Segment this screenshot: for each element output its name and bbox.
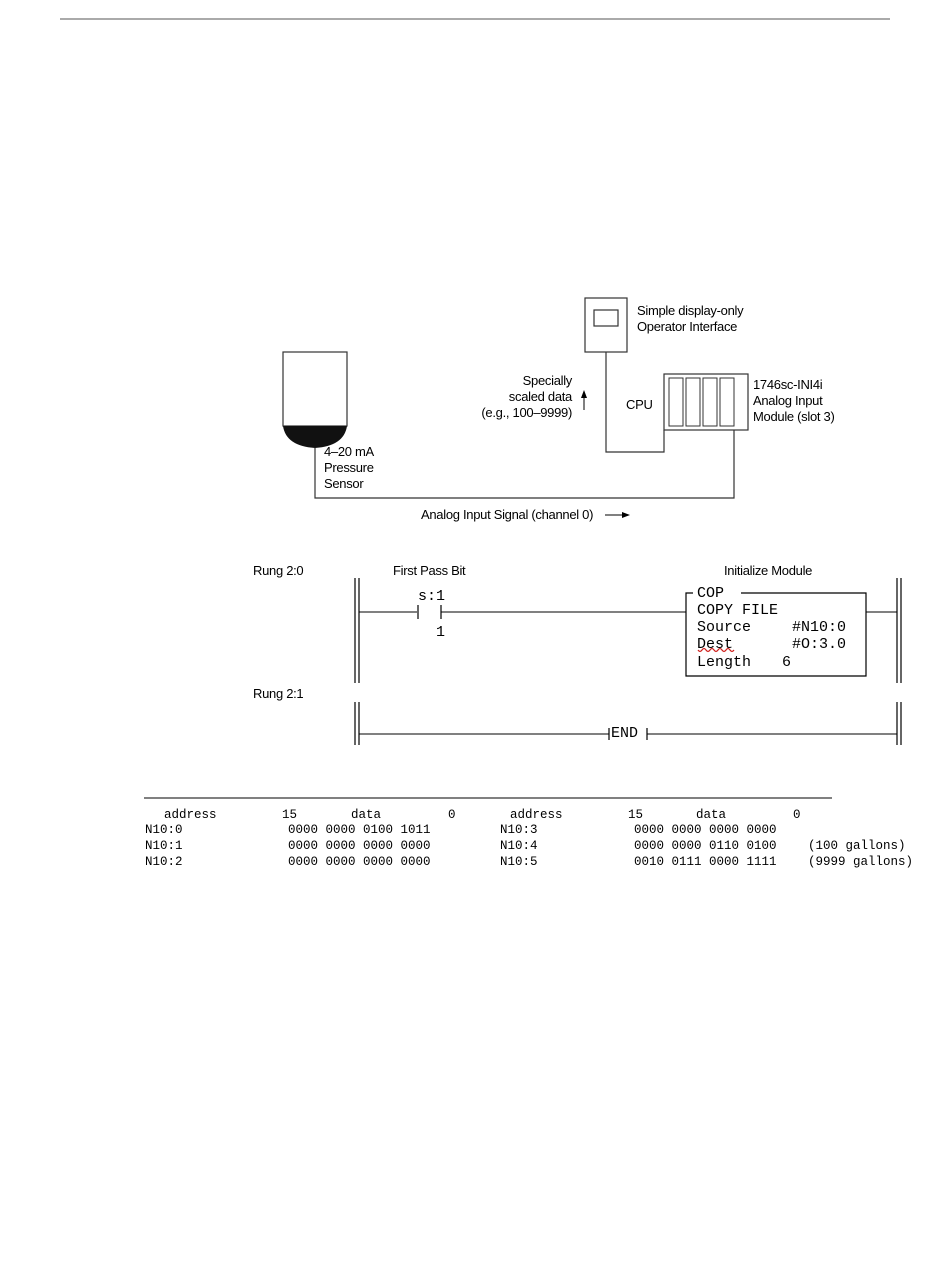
cop-length-label: Length	[697, 654, 752, 671]
contact-bit: 1	[436, 624, 446, 641]
table-row-address: N10:3	[500, 823, 538, 837]
left-header-bit-0: 0	[448, 808, 456, 822]
rack-slot-3	[702, 377, 718, 427]
rack-slot-1	[668, 377, 684, 427]
sensor-label-line1: 4–20 mA	[324, 444, 374, 459]
sensor-label-line2: Pressure	[324, 460, 374, 475]
table-row-data: 0000 0000 0000 0000	[288, 855, 431, 869]
cop-dest-value: #O:3.0	[792, 636, 847, 653]
table-row-address: N10:0	[145, 823, 183, 837]
operator-interface-screen	[593, 309, 619, 327]
sensor-label-line3: Sensor	[324, 476, 364, 491]
cop-copy-file: COPY FILE	[697, 602, 779, 619]
scaled-data-arrowhead	[581, 390, 587, 398]
table-row-data: 0010 0111 0000 1111	[634, 855, 777, 869]
right-header-bit-0: 0	[793, 808, 801, 822]
display-label-line1: Simple display-only	[637, 303, 744, 318]
scaled-label-line1: Specially	[522, 373, 573, 388]
analog-signal-wire	[314, 430, 735, 499]
module-label-line2: Analog Input	[753, 393, 823, 408]
display-label-line2: Operator Interface	[637, 319, 738, 334]
cop-box	[685, 592, 867, 677]
rung-2-1-label: Rung 2:1	[253, 686, 304, 701]
module-label: 1746sc-INI4i Analog Input Module (slot 3…	[753, 377, 835, 425]
pressure-sensor-diaphragm	[283, 426, 347, 448]
right-header-bit-15: 15	[628, 808, 644, 822]
module-label-line1: 1746sc-INI4i	[753, 377, 823, 392]
first-pass-bit-label: First Pass Bit	[393, 563, 466, 578]
cpu-label: CPU	[626, 397, 653, 412]
analog-signal-label: Analog Input Signal (channel 0)	[421, 507, 594, 522]
display-cpu-wire	[605, 352, 665, 453]
cop-length-value: 6	[782, 654, 792, 671]
table-row-note: (100 gallons)	[808, 839, 906, 853]
end-instruction: END	[611, 725, 639, 742]
table-row-address: N10:5	[500, 855, 538, 869]
module-label-line3: Module (slot 3)	[753, 409, 835, 424]
operator-interface-label: Simple display-only Operator Interface	[637, 303, 744, 335]
left-header-data: data	[351, 808, 382, 822]
pressure-sensor-body	[282, 351, 348, 427]
left-header-address: address	[164, 808, 217, 822]
table-row-note: (9999 gallons)	[808, 855, 914, 869]
table-row-data: 0000 0000 0100 1011	[288, 823, 431, 837]
scaled-label-line2: scaled data	[508, 389, 573, 404]
scaled-data-label: Specially scaled data (e.g., 100–9999)	[478, 373, 572, 421]
table-row-data: 0000 0000 0000 0000	[634, 823, 777, 837]
initialize-module-label: Initialize Module	[724, 563, 813, 578]
cop-dest-label: Dest	[697, 636, 734, 653]
signal-arrowhead	[622, 512, 630, 518]
cop-source-label: Source	[697, 619, 752, 636]
rack-slot-2	[685, 377, 701, 427]
rung-2-0-label: Rung 2:0	[253, 563, 304, 578]
table-row-address: N10:2	[145, 855, 183, 869]
sensor-label: 4–20 mA Pressure Sensor	[324, 444, 374, 492]
right-header-address: address	[510, 808, 563, 822]
table-row-address: N10:4	[500, 839, 538, 853]
rack-slot-4	[719, 377, 735, 427]
cop-title: COP	[697, 585, 725, 602]
right-header-data: data	[696, 808, 727, 822]
scaled-label-line3: (e.g., 100–9999)	[481, 405, 572, 420]
table-row-address: N10:1	[145, 839, 183, 853]
cop-source-value: #N10:0	[792, 619, 847, 636]
dest-underline	[697, 647, 735, 653]
table-row-data: 0000 0000 0000 0000	[288, 839, 431, 853]
table-row-data: 0000 0000 0110 0100	[634, 839, 777, 853]
contact-address: s:1	[418, 588, 446, 605]
left-header-bit-15: 15	[282, 808, 298, 822]
